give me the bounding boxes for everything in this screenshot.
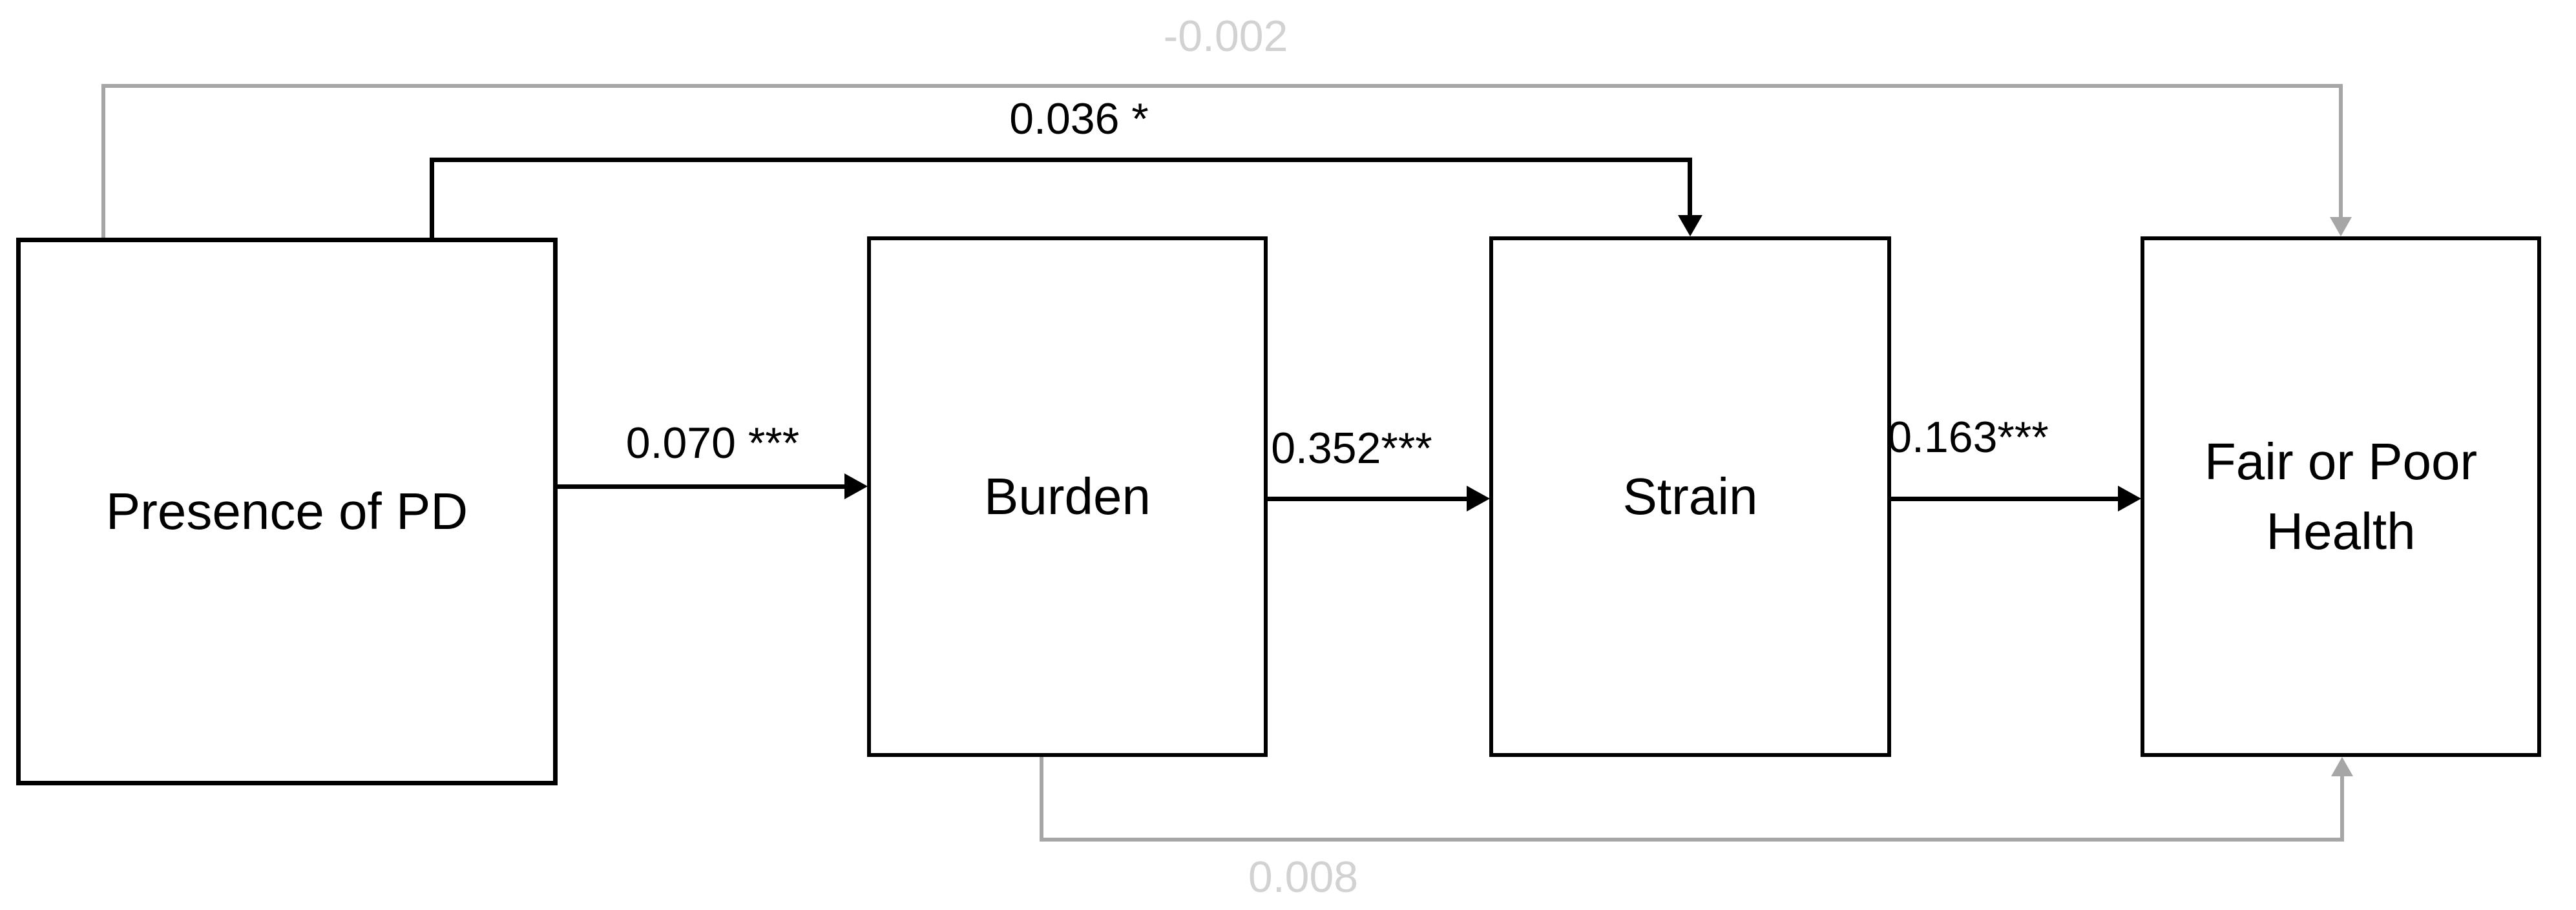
- edge-burden-strain-line: [1268, 497, 1468, 501]
- edge-pd-strain-riser-left: [430, 158, 434, 238]
- edge-pd-burden-arrowhead-icon: [844, 473, 868, 499]
- node-presence-of-pd: Presence of PD: [16, 238, 558, 785]
- edge-strain-health-coefficient: 0.163***: [1887, 413, 2049, 462]
- edge-pd-strain-line: [430, 158, 1692, 162]
- edge-strain-health-arrowhead-icon: [2118, 486, 2141, 512]
- edge-pd-health-riser-left: [101, 84, 105, 238]
- edge-pd-strain-arrowhead-icon: [1678, 215, 1702, 236]
- edge-burden-health-arrowhead-icon: [2331, 757, 2353, 776]
- edge-burden-strain-arrowhead-icon: [1467, 486, 1490, 512]
- edge-pd-health-arrowhead-icon: [2330, 217, 2352, 236]
- node-strain: Strain: [1489, 236, 1891, 757]
- node-presence-of-pd-label: Presence of PD: [105, 482, 468, 540]
- node-strain-label: Strain: [1622, 468, 1758, 525]
- edge-strain-health-line: [1891, 497, 2119, 501]
- node-burden: Burden: [867, 236, 1268, 757]
- edge-pd-strain-riser-right: [1688, 158, 1692, 217]
- node-fair-or-poor-health: Fair or Poor Health: [2141, 236, 2541, 757]
- edge-burden-health-coefficient: 0.008: [1248, 853, 1359, 902]
- edge-burden-health-line: [1040, 838, 2344, 842]
- edge-pd-health-coefficient: -0.002: [1163, 12, 1288, 61]
- edge-pd-health-line: [101, 84, 2343, 88]
- node-fair-or-poor-health-label: Fair or Poor Health: [2204, 433, 2478, 560]
- edge-burden-strain-coefficient: 0.352***: [1271, 424, 1432, 473]
- node-burden-label: Burden: [984, 468, 1151, 525]
- edge-pd-burden-line: [558, 484, 846, 489]
- edge-burden-health-riser-left: [1040, 757, 1043, 840]
- edge-pd-strain-coefficient: 0.036 *: [1009, 94, 1149, 143]
- edge-burden-health-riser-right: [2340, 775, 2344, 842]
- edge-pd-health-riser-right: [2339, 84, 2343, 218]
- edge-pd-burden-coefficient: 0.070 ***: [625, 419, 800, 468]
